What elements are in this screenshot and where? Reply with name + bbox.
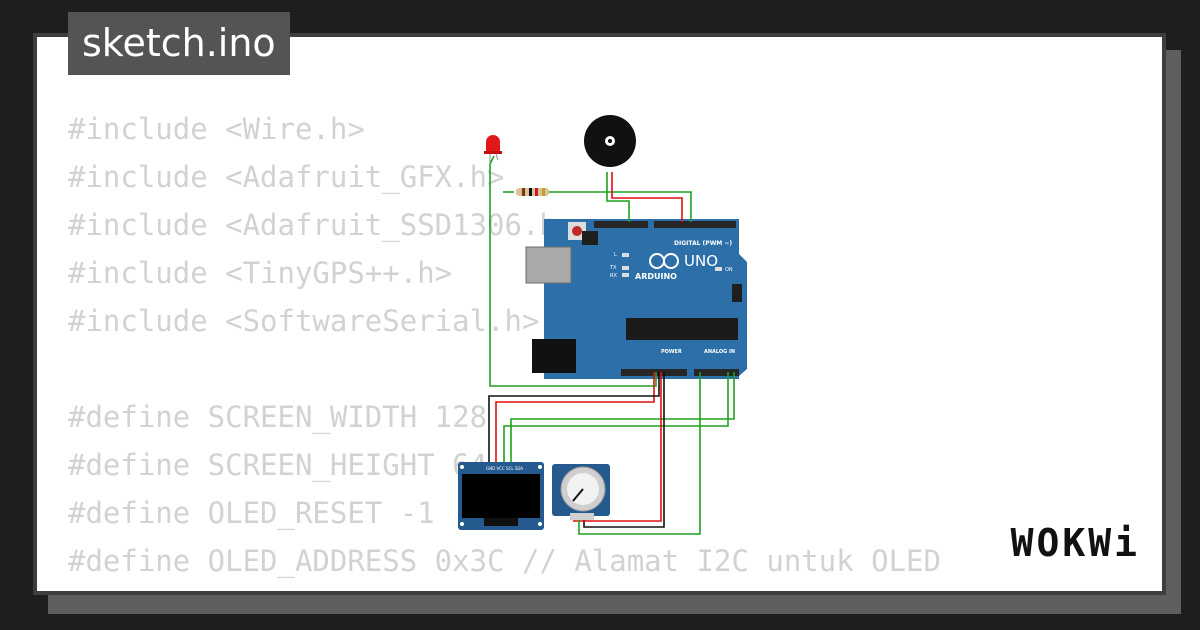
file-name-tab[interactable]: sketch.ino <box>68 12 290 75</box>
board-on-label: ON <box>725 267 733 273</box>
potentiometer-icon <box>552 464 610 520</box>
code-line: #include <TinyGPS++.h> <box>68 256 453 290</box>
board-analog-label: ANALOG IN <box>704 349 735 355</box>
board-brand: ARDUINO <box>635 272 677 281</box>
buzzer-icon <box>584 115 636 167</box>
arduino-uno-board: UNO ARDUINO DIGITAL (PWM ~) POWER ANALOG… <box>525 219 747 379</box>
red-led-icon <box>484 135 502 162</box>
board-power-label: POWER <box>661 349 682 355</box>
oled-pin-labels: GND VCC SCL SDA <box>486 466 523 471</box>
code-line: #define OLED_RESET -1 <box>68 496 435 530</box>
board-tx-label: TX <box>609 265 617 271</box>
code-line: #include <SoftwareSerial.h> <box>68 304 540 338</box>
circuit-diagram: UNO ARDUINO DIGITAL (PWM ~) POWER ANALOG… <box>458 115 747 535</box>
code-line: #define SCREEN_WIDTH 128 <box>68 400 488 434</box>
project-card[interactable]: #include <Wire.h> #include <Adafruit_GFX.… <box>33 33 1166 595</box>
board-model: UNO <box>684 252 718 270</box>
code-line: #include <Adafruit_SSD1306.h> <box>68 208 575 242</box>
code-line: #include <Wire.h> <box>68 112 365 146</box>
code-preview: #include <Wire.h> #include <Adafruit_GFX.… <box>68 105 941 585</box>
wokwi-logo[interactable]: WOKWi <box>1010 521 1140 565</box>
resistor-icon <box>516 188 549 196</box>
code-line: #define OLED_ADDRESS 0x3C // Alamat I2C … <box>68 544 941 578</box>
code-line: #include <Adafruit_GFX.h> <box>68 160 505 194</box>
oled-display: GND VCC SCL SDA <box>458 462 544 530</box>
wires <box>488 155 735 535</box>
board-l-label: L <box>614 252 617 258</box>
board-digital-label: DIGITAL (PWM ~) <box>674 240 732 247</box>
board-rx-label: RX <box>610 273 617 279</box>
